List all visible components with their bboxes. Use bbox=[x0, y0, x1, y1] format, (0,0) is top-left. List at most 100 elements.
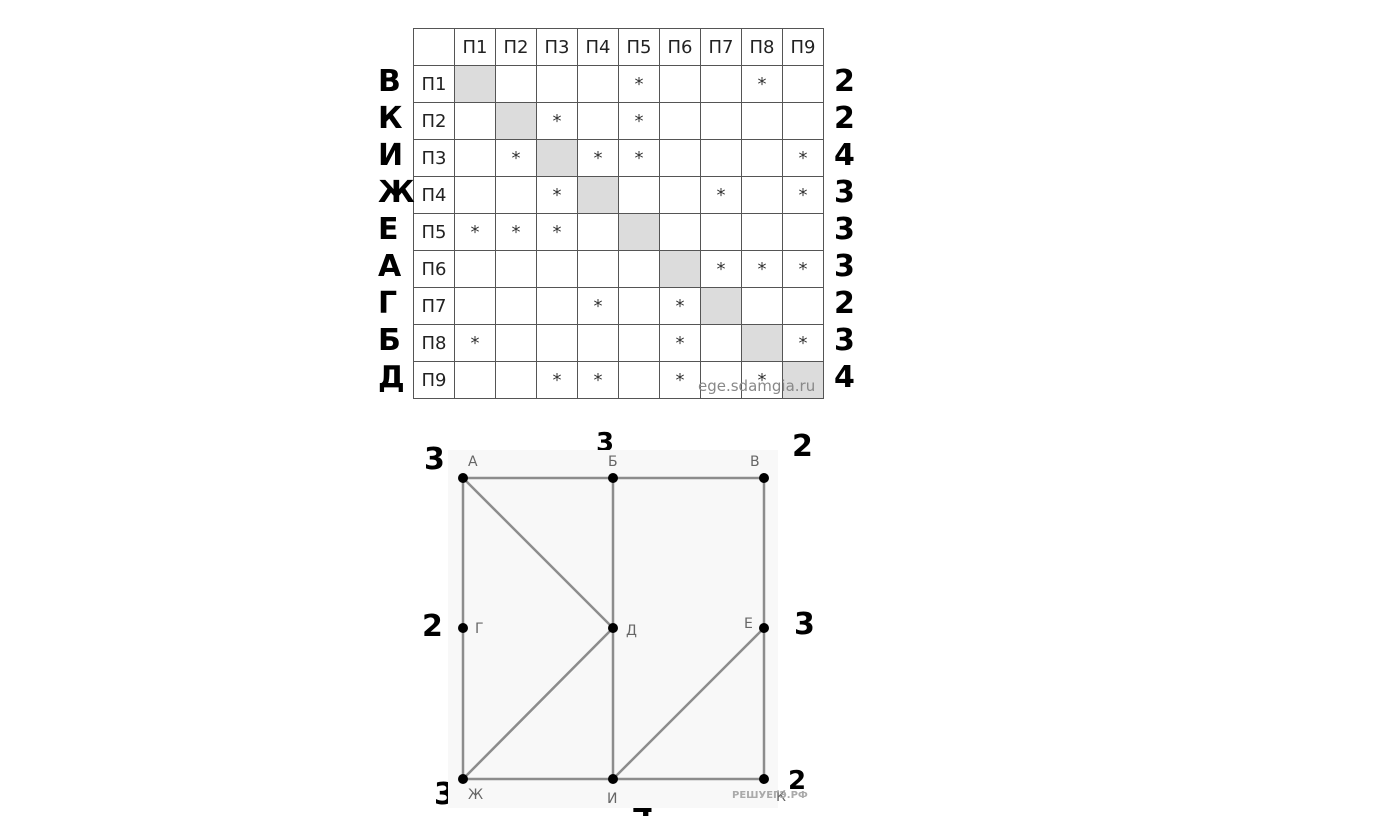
table-row: П6*** bbox=[413, 250, 824, 288]
graph-vertex bbox=[458, 473, 468, 483]
row-letter-annotation: Б bbox=[378, 323, 401, 358]
graph-vertex bbox=[608, 774, 618, 784]
vertex-label: В bbox=[750, 454, 760, 470]
row-degree-annotation: 2 bbox=[834, 101, 855, 136]
vertex-label: Г bbox=[475, 621, 484, 637]
row-letter-annotation: Ж bbox=[378, 175, 415, 210]
table-cell bbox=[495, 176, 537, 214]
table-cell: * bbox=[536, 102, 578, 140]
column-header: П9 bbox=[782, 28, 824, 66]
table-cell bbox=[536, 287, 578, 325]
diagonal-cell bbox=[741, 324, 783, 362]
table-cell: * bbox=[782, 324, 824, 362]
row-degree-annotation: 4 bbox=[834, 138, 855, 173]
table-row: П8*** bbox=[413, 324, 824, 362]
table-cell bbox=[659, 176, 701, 214]
row-header: П5 bbox=[413, 213, 455, 251]
table-row: П1** bbox=[413, 65, 824, 103]
table-cell bbox=[741, 213, 783, 251]
table-cell bbox=[700, 324, 742, 362]
row-letter-annotation: Д bbox=[378, 360, 405, 395]
table-cell: * bbox=[782, 139, 824, 177]
graph-vertex bbox=[458, 623, 468, 633]
table-cell bbox=[454, 361, 496, 399]
table-cell bbox=[618, 287, 660, 325]
diagonal-cell bbox=[577, 176, 619, 214]
table-cell: * bbox=[741, 361, 783, 399]
vertex-label: К bbox=[776, 789, 786, 805]
graph-vertex bbox=[759, 473, 769, 483]
vertex-label: Д bbox=[626, 623, 637, 639]
vertex-label: Ж bbox=[468, 787, 483, 803]
row-degree-annotation: 2 bbox=[834, 286, 855, 321]
table-cell: * bbox=[782, 176, 824, 214]
row-letter-annotation: Е bbox=[378, 212, 399, 247]
table-cell bbox=[536, 324, 578, 362]
vertex-degree-annotation: 3 bbox=[596, 428, 615, 458]
table-cell bbox=[659, 139, 701, 177]
table-cell bbox=[577, 102, 619, 140]
row-degree-annotation: 3 bbox=[834, 323, 855, 358]
graph-edge bbox=[462, 477, 614, 629]
graph-vertex bbox=[759, 623, 769, 633]
table-cell bbox=[577, 324, 619, 362]
table-row: П5*** bbox=[413, 213, 824, 251]
column-header: П3 bbox=[536, 28, 578, 66]
table-cell bbox=[659, 65, 701, 103]
table-watermark: ege.sdamgia.ru bbox=[698, 377, 816, 395]
graph-edge bbox=[612, 627, 765, 780]
graph-vertex bbox=[458, 774, 468, 784]
table-cell bbox=[454, 176, 496, 214]
row-degree-annotation: 2 bbox=[834, 64, 855, 99]
graph-vertex bbox=[608, 473, 618, 483]
vertex-degree-annotation: 3 bbox=[424, 442, 445, 477]
row-letter-annotation: К bbox=[378, 101, 403, 136]
graph-vertex bbox=[608, 623, 618, 633]
graph-vertex bbox=[759, 774, 769, 784]
row-header: П2 bbox=[413, 102, 455, 140]
vertex-label: Б bbox=[608, 454, 618, 470]
vertex-degree-annotation: 2 bbox=[792, 429, 813, 464]
table-cell: * bbox=[577, 361, 619, 399]
table-row: П2** bbox=[413, 102, 824, 140]
vertex-label: И bbox=[607, 791, 617, 807]
row-header: П3 bbox=[413, 139, 455, 177]
table-cell bbox=[454, 250, 496, 288]
diagonal-cell bbox=[782, 361, 824, 399]
table-cell: * bbox=[577, 139, 619, 177]
row-letter-annotation: Г bbox=[378, 286, 398, 321]
vertex-degree-annotation: 3 bbox=[794, 607, 815, 642]
diagonal-cell bbox=[536, 139, 578, 177]
table-cell: * bbox=[741, 65, 783, 103]
table-cell: * bbox=[495, 139, 537, 177]
table-cell bbox=[659, 213, 701, 251]
row-degree-annotation: 3 bbox=[834, 249, 855, 284]
row-header: П9 bbox=[413, 361, 455, 399]
row-letter-annotation: И bbox=[378, 138, 404, 173]
table-row: П3**** bbox=[413, 139, 824, 177]
graph-watermark: РЕШУЕГЭ.РФ bbox=[732, 790, 808, 801]
diagonal-cell bbox=[700, 287, 742, 325]
table-cell bbox=[700, 213, 742, 251]
table-row: П7** bbox=[413, 287, 824, 325]
table-cell bbox=[659, 102, 701, 140]
table-cell bbox=[577, 65, 619, 103]
vertex-label: Е bbox=[744, 616, 753, 632]
row-letter-annotation: В bbox=[378, 64, 401, 99]
table-cell bbox=[782, 65, 824, 103]
row-degree-annotation: 4 bbox=[834, 360, 855, 395]
diagonal-cell bbox=[618, 213, 660, 251]
row-letter-annotation: А bbox=[378, 249, 402, 284]
row-header: П1 bbox=[413, 65, 455, 103]
vertex-label: А bbox=[468, 454, 478, 470]
column-header: П6 bbox=[659, 28, 701, 66]
vertex-degree-annotation: 2 bbox=[788, 766, 807, 796]
graph-edge bbox=[462, 627, 614, 780]
table-cell: * bbox=[782, 250, 824, 288]
table-cell: * bbox=[454, 324, 496, 362]
row-degree-annotation: 3 bbox=[834, 212, 855, 247]
table-cell bbox=[782, 102, 824, 140]
table-cell bbox=[782, 287, 824, 325]
